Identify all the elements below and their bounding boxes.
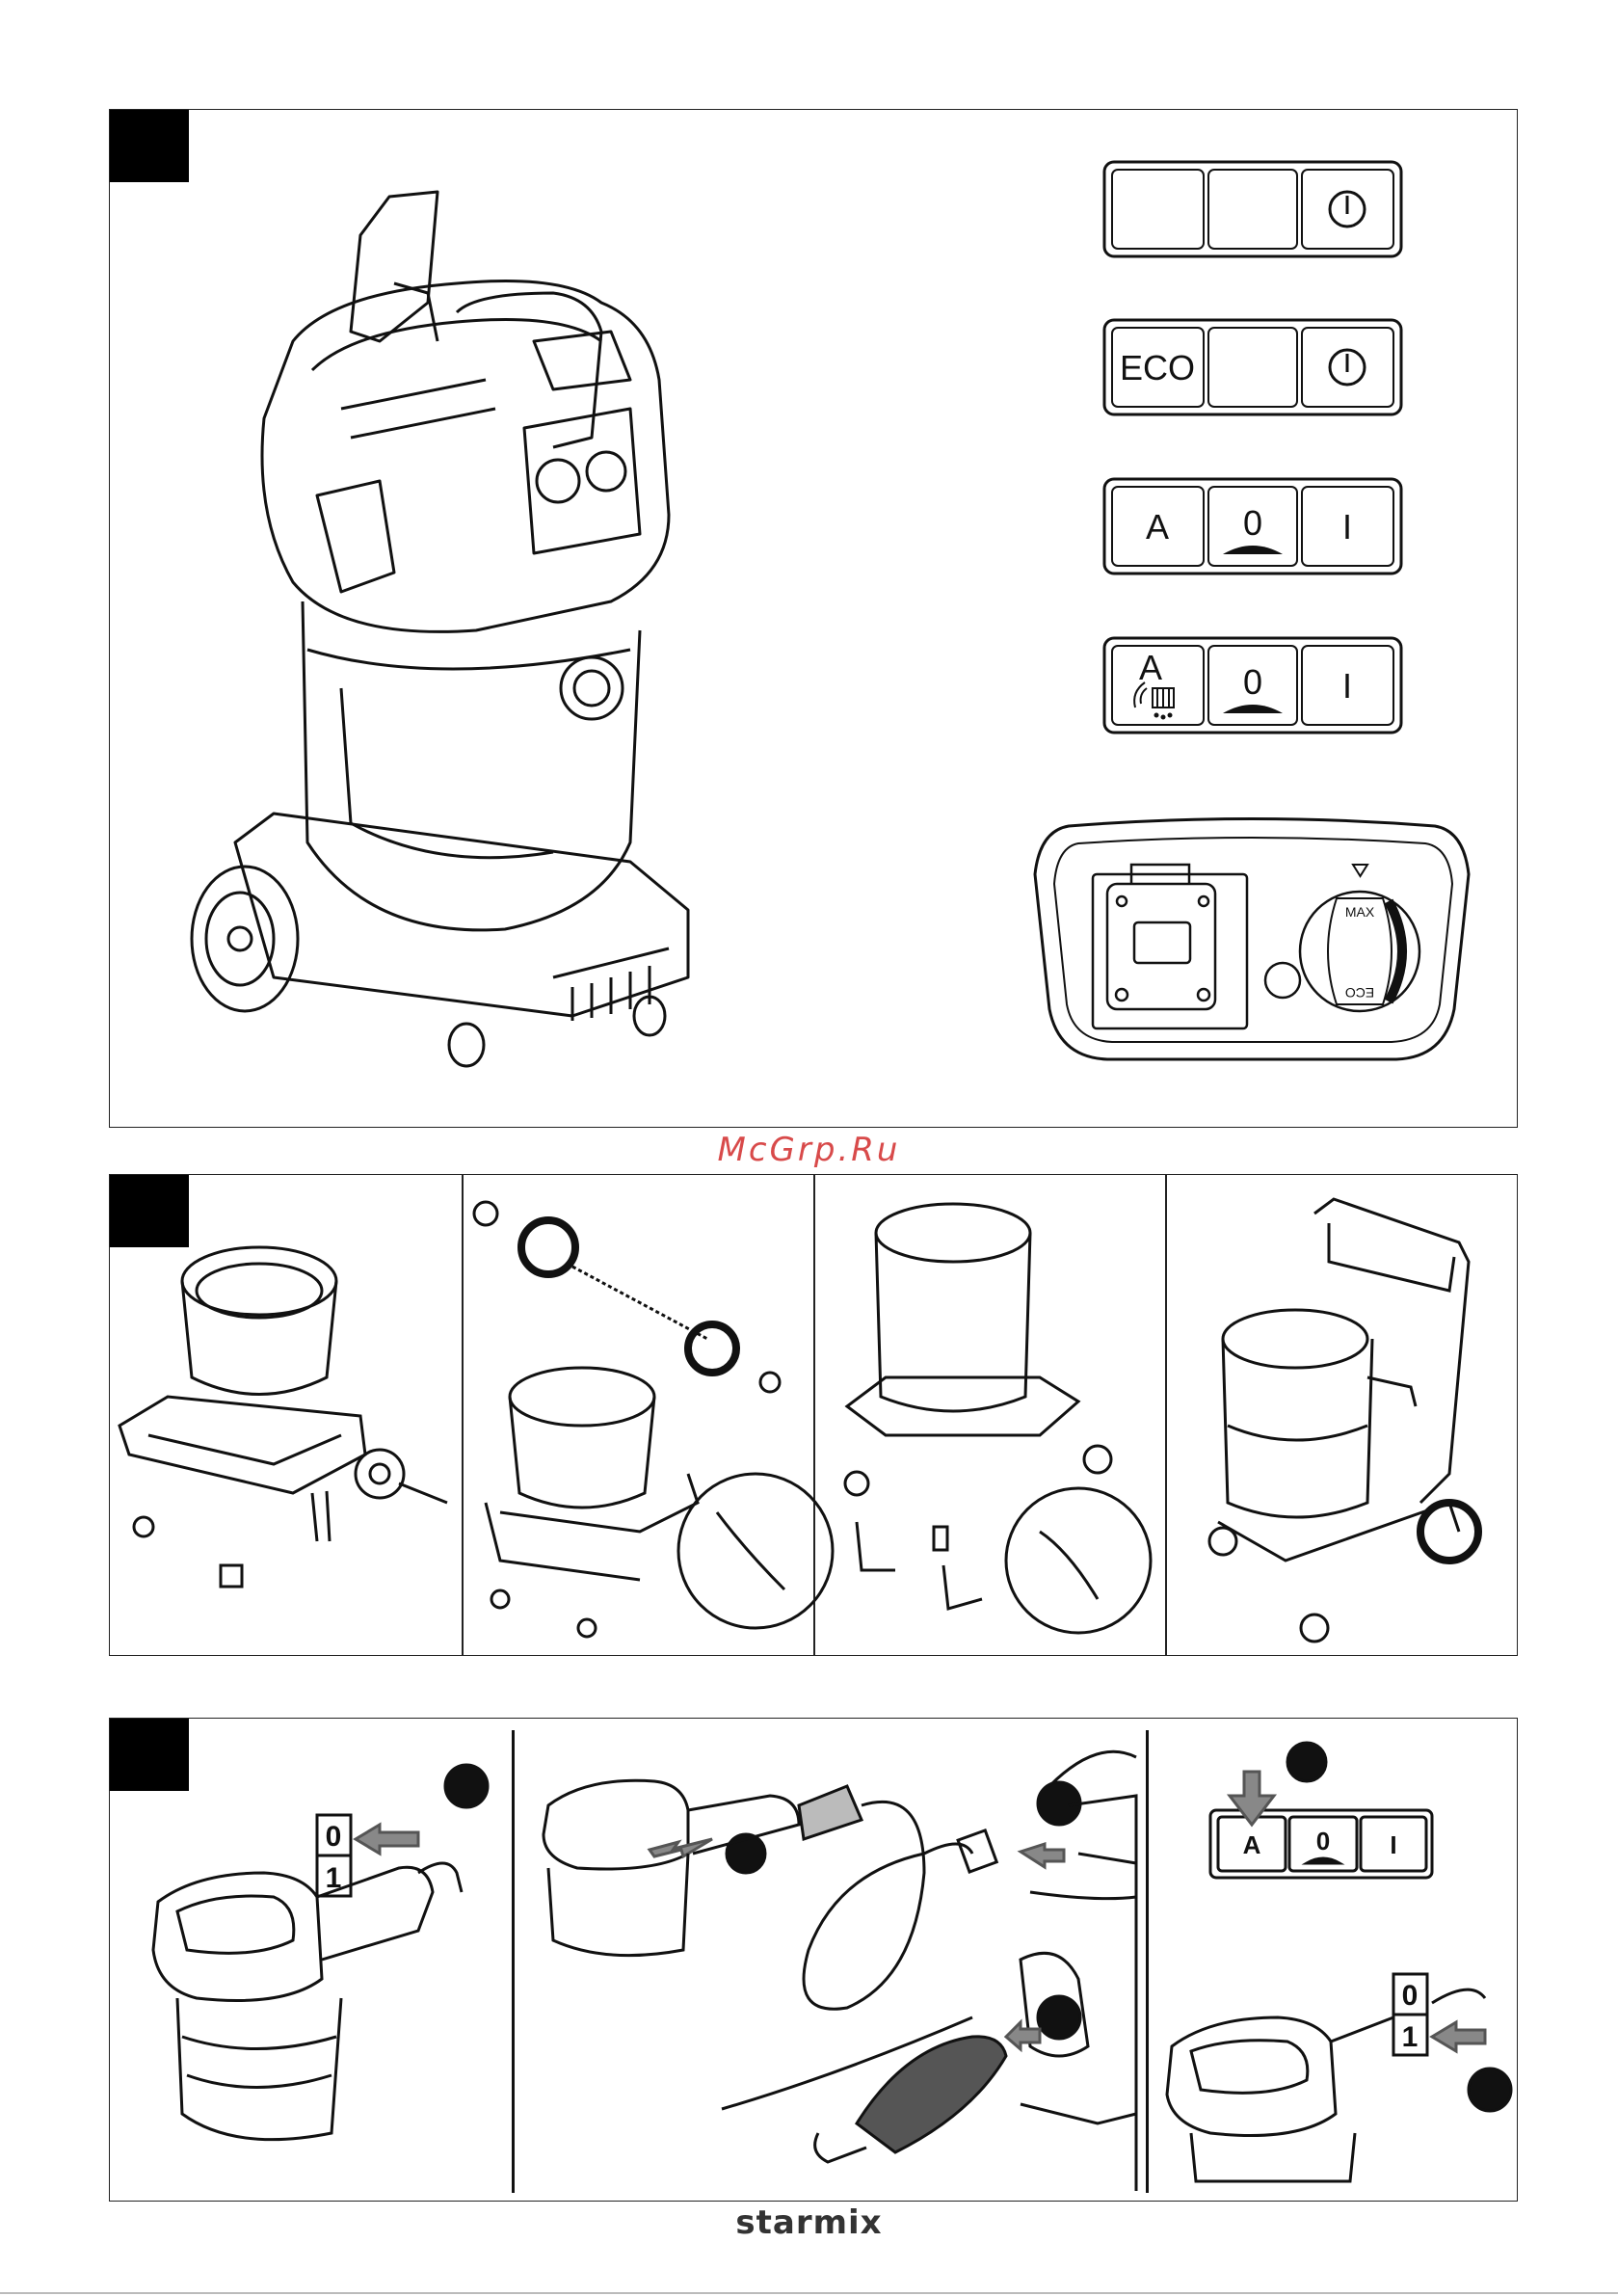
switch-panel-1 [1102,160,1403,258]
switch-on-label: 1 [326,1862,342,1894]
switch-on-label: I [1342,666,1352,706]
switch-a-label: A [1243,1830,1261,1859]
assembly-step-4 [1170,1185,1517,1647]
sander-switch-off-illustration: 0 1 [139,1728,524,2191]
switch-a-label: A [1139,648,1162,687]
assembly-step-1 [110,1185,457,1647]
switch-off-label: 0 [326,1821,342,1853]
switch-panel-2: ECO [1102,318,1403,416]
hose-connection-illustration [519,1728,1136,2191]
switch-panel-4: A 0 I [1102,636,1403,734]
figure-panel-3: 0 1 [109,1718,1518,2202]
control-panel-illustration: MAX ECO [1030,816,1473,1067]
brand-logo: starmix [0,2203,1618,2242]
auto-mode-illustration: A 0 I 0 1 [1153,1728,1518,2191]
switch-zero-label: 0 [1243,503,1262,543]
switch-panel-3: A 0 I [1102,477,1403,575]
sander-switch-off-label: 0 [1402,1980,1419,2012]
dial-max-label: MAX [1345,904,1375,920]
switch-a-label: A [1146,507,1169,547]
figure-panel-2 [109,1174,1518,1656]
vacuum-cleaner-illustration [148,148,823,1112]
assembly-step-2 [466,1185,813,1647]
watermark: McGrp.Ru [0,1131,1618,1169]
switch-eco-label: ECO [1120,348,1195,387]
switch-on-label: I [1390,1830,1396,1859]
switch-zero-label: 0 [1316,1827,1330,1855]
footer-divider [0,2292,1618,2294]
switch-zero-label: 0 [1243,662,1262,702]
assembly-step-3 [818,1185,1165,1647]
sander-switch-on-label: 1 [1402,2021,1419,2053]
dial-eco-label: ECO [1345,985,1374,1001]
switch-on-label: I [1342,507,1352,547]
figure-panel-1: ECO A 0 I A 0 I [109,109,1518,1128]
